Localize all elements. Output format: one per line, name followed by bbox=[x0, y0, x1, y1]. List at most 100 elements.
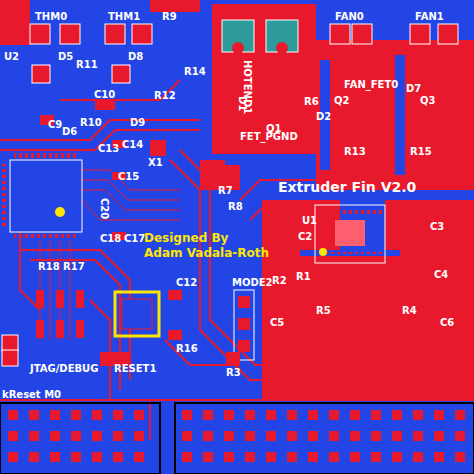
silkscreen-label: FET_PGND bbox=[240, 132, 298, 142]
header-pin bbox=[371, 452, 381, 462]
header-pin bbox=[29, 410, 39, 420]
silkscreen-label: C12 bbox=[176, 278, 197, 288]
silkscreen-label: X1 bbox=[148, 158, 163, 168]
silkscreen-label: R18 bbox=[38, 262, 60, 272]
header-pin bbox=[8, 431, 18, 441]
designer-credit: Designed By bbox=[144, 232, 228, 244]
header-pin bbox=[350, 452, 360, 462]
header-pin bbox=[92, 410, 102, 420]
silkscreen-label: R1 bbox=[296, 272, 311, 282]
silkscreen-label: C5 bbox=[270, 318, 284, 328]
silkscreen-label: RESET1 bbox=[114, 364, 156, 374]
silkscreen-label: R13 bbox=[344, 147, 366, 157]
header-pin bbox=[113, 452, 123, 462]
silkscreen-label: C20 bbox=[99, 198, 109, 219]
header-pin bbox=[308, 452, 318, 462]
header-pin bbox=[329, 431, 339, 441]
silkscreen-label: R9 bbox=[162, 12, 177, 22]
silkscreen-label: D1 bbox=[237, 96, 247, 111]
silkscreen-label: U1 bbox=[302, 216, 317, 226]
silkscreen-label: C15 bbox=[118, 172, 139, 182]
silkscreen-label: R15 bbox=[410, 147, 432, 157]
header-pin bbox=[245, 410, 255, 420]
header-pin bbox=[413, 410, 423, 420]
header-pin bbox=[329, 410, 339, 420]
silkscreen-label: C9 bbox=[48, 120, 62, 130]
silkscreen-label: kReset M0 bbox=[2, 390, 61, 400]
silkscreen-label: R4 bbox=[402, 306, 417, 316]
silkscreen-label: D6 bbox=[62, 127, 77, 137]
silkscreen-label: THM0 bbox=[35, 12, 67, 22]
header-pin bbox=[308, 410, 318, 420]
header-pin bbox=[287, 452, 297, 462]
header-pin bbox=[50, 431, 60, 441]
silkscreen-label: Q2 bbox=[334, 96, 349, 106]
silkscreen-label: FAN0 bbox=[335, 12, 364, 22]
header-pin bbox=[245, 452, 255, 462]
header-pin bbox=[266, 431, 276, 441]
header-pin bbox=[287, 410, 297, 420]
silkscreen-label: R14 bbox=[184, 67, 206, 77]
header-pin bbox=[8, 410, 18, 420]
header-pin bbox=[455, 410, 465, 420]
silkscreen-label: D7 bbox=[406, 84, 421, 94]
header-pin bbox=[434, 452, 444, 462]
silkscreen-label: THM1 bbox=[108, 12, 140, 22]
header-pin bbox=[224, 452, 234, 462]
header-pin bbox=[266, 452, 276, 462]
silkscreen-label: R10 bbox=[80, 118, 102, 128]
header-pin bbox=[413, 452, 423, 462]
header-pin bbox=[50, 410, 60, 420]
silkscreen-label: U2 bbox=[4, 52, 19, 62]
silkscreen-label: C17 bbox=[124, 234, 145, 244]
header-pin bbox=[392, 452, 402, 462]
header-pin bbox=[245, 431, 255, 441]
silkscreen-label: R12 bbox=[154, 91, 176, 101]
silkscreen-label: R16 bbox=[176, 344, 198, 354]
header-pin bbox=[182, 452, 192, 462]
header-pin bbox=[287, 431, 297, 441]
silkscreen-label: R5 bbox=[316, 306, 331, 316]
silkscreen-label: R11 bbox=[76, 60, 98, 70]
silkscreen-label: D8 bbox=[128, 52, 143, 62]
header-pin bbox=[71, 410, 81, 420]
header-pin bbox=[134, 431, 144, 441]
header-pin bbox=[71, 452, 81, 462]
silkscreen-label: C14 bbox=[122, 140, 143, 150]
silkscreen-label: C3 bbox=[430, 222, 444, 232]
header-pin bbox=[371, 431, 381, 441]
silkscreen-label: R3 bbox=[226, 368, 241, 378]
silkscreen-label: R17 bbox=[63, 262, 85, 272]
silkscreen-label: C18 bbox=[100, 234, 121, 244]
silkscreen-label: D9 bbox=[130, 118, 145, 128]
silkscreen-label: C4 bbox=[434, 270, 448, 280]
header-pin bbox=[392, 431, 402, 441]
header-pin bbox=[203, 410, 213, 420]
header-pin bbox=[134, 410, 144, 420]
board-title: Extruder Fin V2.0 bbox=[278, 180, 416, 194]
designer-credit: Adam Vadala-Roth bbox=[144, 247, 269, 259]
header-pin bbox=[371, 410, 381, 420]
silkscreen-label: C10 bbox=[94, 90, 115, 100]
header-pin bbox=[224, 410, 234, 420]
header-pin bbox=[329, 452, 339, 462]
silkscreen-label: R7 bbox=[218, 186, 233, 196]
header-pin bbox=[29, 431, 39, 441]
silkscreen-label: MODE2 bbox=[232, 278, 273, 288]
header-pin bbox=[182, 431, 192, 441]
silkscreen-label: FAN1 bbox=[415, 12, 444, 22]
header-pin bbox=[224, 431, 234, 441]
header-pin bbox=[434, 431, 444, 441]
silkscreen-label: C6 bbox=[440, 318, 454, 328]
silkscreen-label: D2 bbox=[316, 112, 331, 122]
header-pin bbox=[29, 452, 39, 462]
silkscreen-label: R8 bbox=[228, 202, 243, 212]
header-pin bbox=[113, 431, 123, 441]
header-pin bbox=[350, 410, 360, 420]
header-pin bbox=[8, 452, 18, 462]
header-pin bbox=[266, 410, 276, 420]
header-pin bbox=[92, 431, 102, 441]
header-pin bbox=[455, 431, 465, 441]
silkscreen-label: JTAG/DEBUG bbox=[30, 364, 98, 374]
